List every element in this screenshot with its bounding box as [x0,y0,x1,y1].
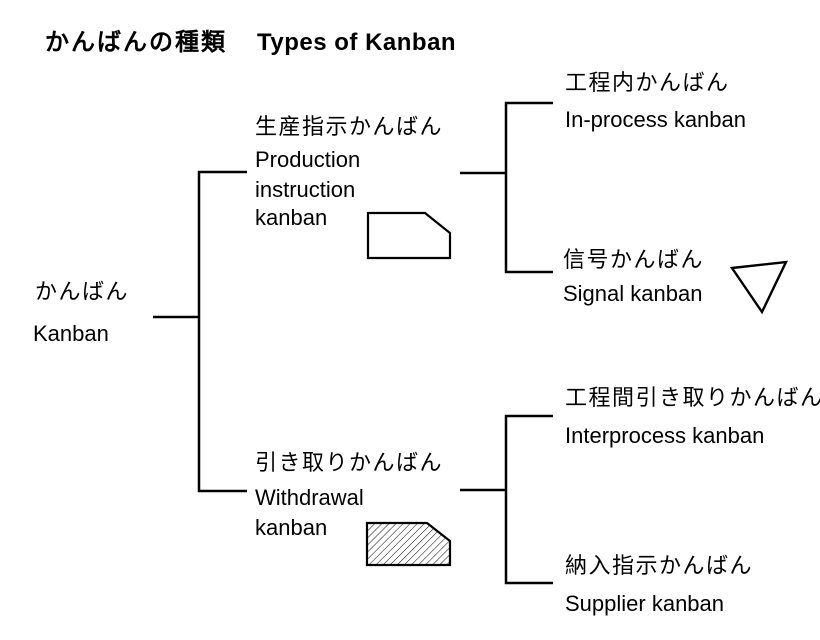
trunk-bracket-line [197,170,247,493]
node-in-process-ja: 工程内かんばん [565,70,730,95]
withdrawal-children-bracket-line [504,414,553,585]
diagram-title-ja: かんばんの種類 [45,29,227,56]
node-production-instruction-en-line2: instruction [255,177,356,202]
node-withdrawal-en-line2: kanban [255,515,328,540]
node-production-instruction-en-line3: kanban [255,205,328,230]
node-production-instruction-en-line1: Production [255,147,361,172]
signal-kanban-triangle-icon [729,260,789,315]
diagram-title: かんばんの種類 Types of Kanban [45,22,456,57]
production-children-bracket-line [504,101,553,274]
node-production-instruction-ja: 生産指示かんばん [255,114,444,139]
node-in-process-en: In-process kanban [565,107,746,132]
node-signal-en: Signal kanban [563,281,703,306]
node-supplier-ja: 納入指示かんばん [565,553,754,578]
node-signal-ja: 信号かんばん [563,247,705,272]
node-interprocess-ja: 工程間引き取りかんばん [565,385,820,410]
node-supplier-en: Supplier kanban [565,591,725,616]
node-interprocess-en: Interprocess kanban [565,423,765,448]
node-kanban-en: Kanban [33,321,109,346]
withdrawal-kanban-card-icon [365,521,452,567]
node-withdrawal-ja: 引き取りかんばん [255,450,444,475]
node-kanban-ja: かんばん [35,279,130,304]
diagram-title-en: Types of Kanban [257,29,457,56]
production-kanban-card-icon [366,211,452,260]
node-withdrawal-en-line1: Withdrawal [255,485,364,510]
